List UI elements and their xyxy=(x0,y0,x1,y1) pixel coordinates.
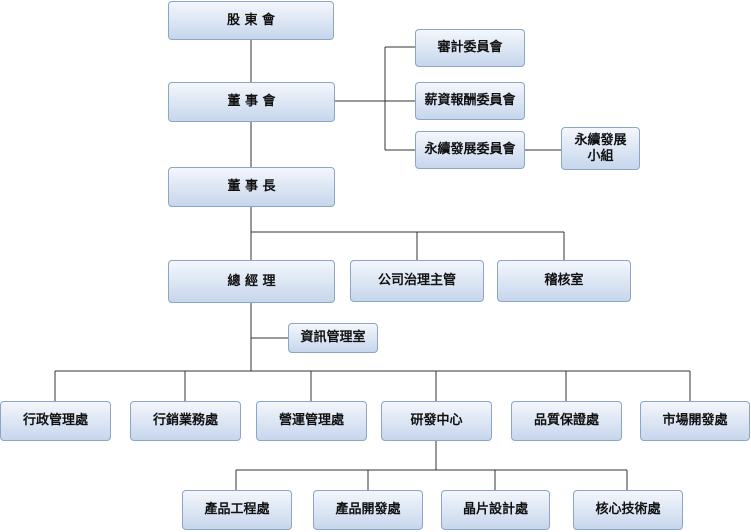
node-label: 晶片設計處 xyxy=(462,502,528,517)
node-label: 產品開發處 xyxy=(335,502,401,517)
node-corporate-governance: 公司治理主管 xyxy=(350,260,484,302)
node-admin: 行政管理處 xyxy=(0,401,111,441)
node-audit-office: 稽核室 xyxy=(497,260,631,302)
node-rnd: 研發中心 xyxy=(381,401,492,441)
node-label: 行政管理處 xyxy=(22,413,88,428)
node-label: 產品工程處 xyxy=(204,502,270,517)
node-label: 行銷業務處 xyxy=(152,413,218,428)
node-label: 營運管理處 xyxy=(278,413,344,428)
node-sales: 行銷業務處 xyxy=(130,401,241,441)
node-label: 永續發展小組 xyxy=(574,132,627,164)
node-product-eng: 產品工程處 xyxy=(182,490,292,530)
node-remuneration-committee: 薪資報酬委員會 xyxy=(415,82,525,120)
node-label: 品質保證處 xyxy=(533,413,599,428)
node-label: 總 經 理 xyxy=(227,273,276,289)
node-label: 公司治理主管 xyxy=(377,273,456,288)
node-board: 董 事 會 xyxy=(168,82,335,122)
node-operations: 營運管理處 xyxy=(256,401,367,441)
node-audit-committee: 審計委員會 xyxy=(415,29,525,67)
node-core-tech: 核心技術處 xyxy=(573,490,683,530)
node-chairman: 董 事 長 xyxy=(168,167,335,207)
node-label: 董 事 長 xyxy=(227,179,276,194)
node-label: 審計委員會 xyxy=(437,40,503,55)
node-label: 研發中心 xyxy=(410,413,463,428)
node-sustainability-group: 永續發展小組 xyxy=(561,127,640,170)
node-president: 總 經 理 xyxy=(168,260,335,303)
node-label: 股 東 會 xyxy=(226,12,276,28)
node-chip-design: 晶片設計處 xyxy=(441,490,550,530)
node-label: 資訊管理室 xyxy=(300,330,366,345)
node-label: 核心技術處 xyxy=(595,502,661,517)
node-product-dev: 產品開發處 xyxy=(313,490,423,530)
node-label: 市場開發處 xyxy=(662,413,728,428)
node-market-dev: 市場開發處 xyxy=(640,401,750,441)
node-it-office: 資訊管理室 xyxy=(288,323,378,353)
node-label: 董 事 會 xyxy=(227,94,276,109)
node-quality: 品質保證處 xyxy=(511,401,622,441)
node-label: 薪資報酬委員會 xyxy=(424,93,516,108)
node-shareholders: 股 東 會 xyxy=(168,1,334,40)
node-label: 永續發展委員會 xyxy=(424,142,516,157)
node-label: 稽核室 xyxy=(544,273,584,288)
node-sustainability-committee: 永續發展委員會 xyxy=(415,131,525,169)
